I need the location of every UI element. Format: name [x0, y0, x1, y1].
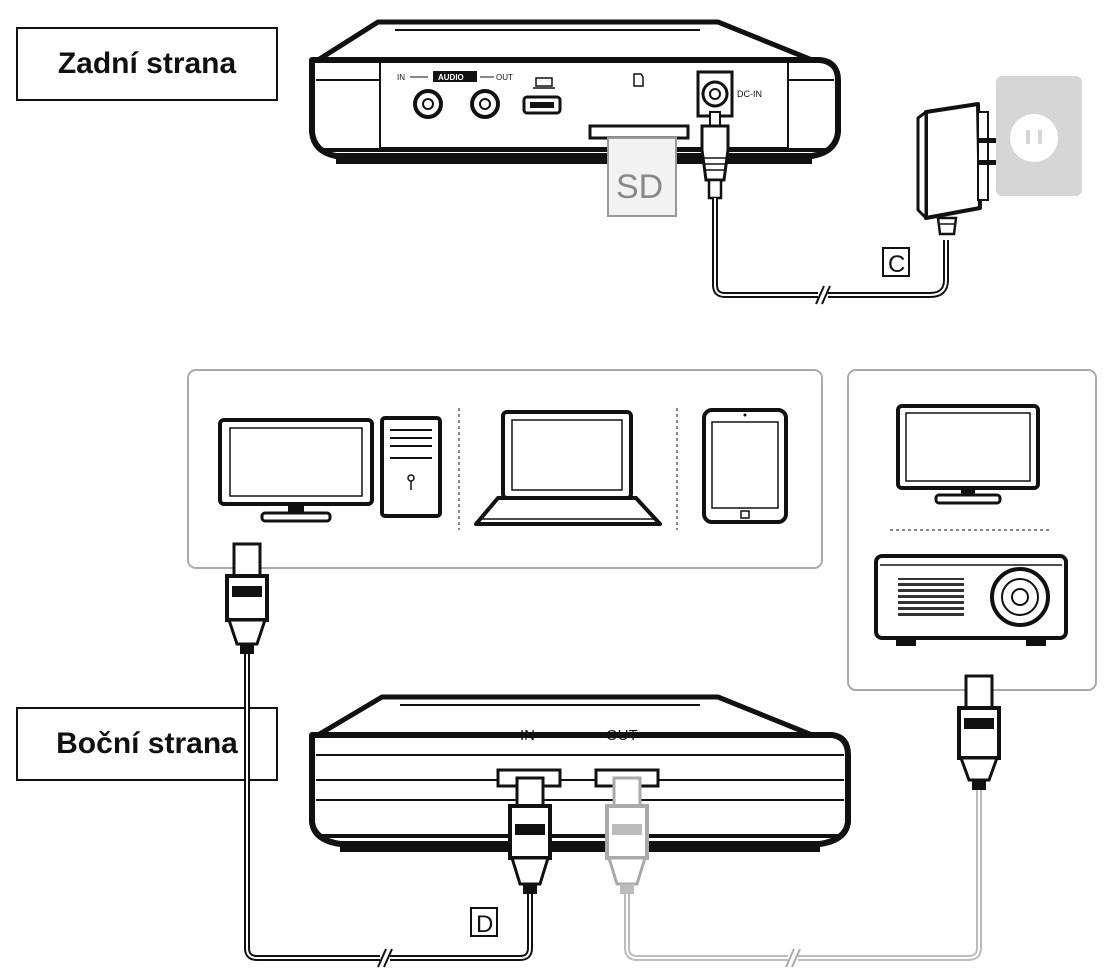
wall-outlet-icon — [996, 76, 1082, 196]
callout-d-label: D — [476, 911, 493, 938]
rear-side-label: Zadní strana — [16, 27, 278, 101]
desktop-tower-icon — [380, 416, 442, 518]
projector-icon — [874, 554, 1068, 646]
sd-card-label: SD — [616, 168, 663, 206]
cable-break-icon — [815, 285, 831, 305]
side-device — [309, 694, 851, 852]
hdmi-display-plug-icon — [957, 674, 1001, 790]
audio-out-label: OUT — [496, 73, 513, 82]
sd-slot — [588, 124, 690, 140]
hdmi-port-icon — [522, 77, 562, 115]
side-label: Boční strana — [16, 707, 278, 781]
display-monitor-icon — [896, 404, 1040, 505]
hdmi-in-label: IN — [520, 727, 535, 744]
dc-in-label: DC-IN — [737, 89, 762, 99]
hdmi-source-plug-icon — [225, 542, 269, 654]
callout-c-label: C — [888, 251, 905, 278]
callout-d — [470, 907, 498, 937]
cable-break-icon — [785, 948, 801, 968]
audio-label-badge — [433, 71, 477, 82]
desktop-monitor-icon — [218, 418, 374, 523]
audio-out-jack-icon — [470, 89, 500, 119]
hdmi-in-plug-icon — [508, 776, 552, 894]
sd-slot-icon — [633, 73, 644, 87]
audio-label: AUDIO — [438, 73, 464, 82]
cable-break-icon — [377, 948, 393, 968]
laptop-icon — [474, 410, 662, 526]
power-adapter-icon — [916, 102, 1002, 236]
hdmi-out-plug-icon — [605, 776, 649, 894]
audio-in-label: IN — [397, 73, 405, 82]
dc-plug-icon — [700, 111, 730, 200]
sd-card — [607, 137, 677, 217]
hdmi-out-label: OUT — [606, 727, 638, 744]
power-cable — [712, 198, 949, 298]
tablet-icon — [702, 408, 788, 524]
callout-c — [882, 247, 910, 277]
audio-in-jack-icon — [413, 89, 443, 119]
dc-in-port-icon — [696, 70, 734, 118]
